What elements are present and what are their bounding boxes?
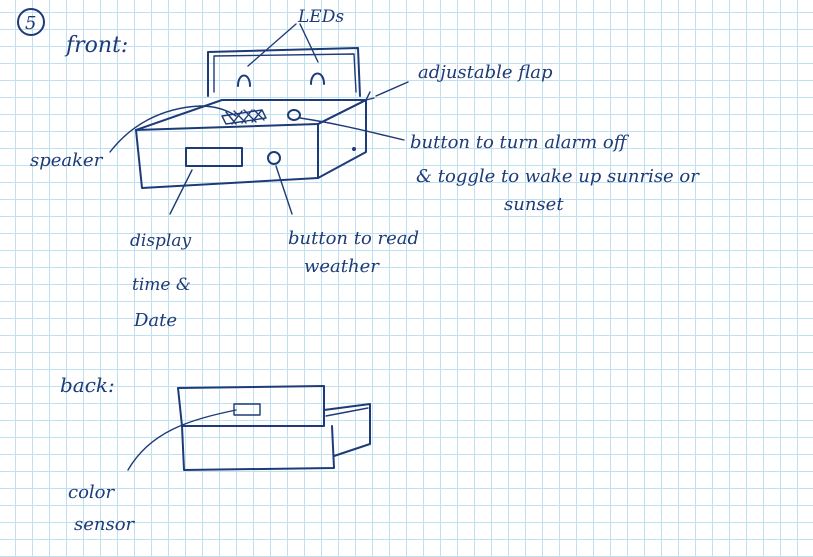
color-sensor-label-line2: sensor: [74, 514, 136, 535]
step-number: 5: [25, 13, 36, 34]
leds-leader-left: [248, 24, 296, 66]
leds-leader-right: [300, 24, 318, 62]
box-top-face: [136, 100, 366, 130]
weather-button-label-line1: button to read: [288, 228, 419, 249]
alarm-button-label-line1: button to turn alarm off: [410, 132, 630, 153]
alarm-button-leader: [300, 118, 404, 140]
weather-button-leader: [276, 166, 292, 214]
back-heading: back:: [60, 373, 115, 397]
alarm-button-label-line3: sunset: [504, 194, 564, 215]
adjustable-flap-label: adjustable flap: [418, 62, 553, 83]
color-sensor-label-line1: color: [68, 482, 116, 503]
led-right-icon: [311, 74, 324, 85]
display-label-line1: display: [130, 231, 191, 251]
led-left-icon: [238, 76, 250, 87]
back-upper-panel: [178, 386, 324, 426]
back-device: [178, 386, 370, 470]
speaker-label: speaker: [30, 150, 104, 171]
display-leader: [170, 170, 192, 214]
display-label-line3: Date: [133, 310, 177, 331]
small-dot: [352, 147, 356, 151]
display-screen: [186, 148, 242, 166]
color-sensor-window: [234, 404, 260, 415]
front-heading: front:: [64, 33, 128, 58]
box-front-face: [136, 124, 318, 188]
display-label-line2: time &: [132, 275, 191, 295]
flap-leader: [376, 82, 408, 96]
weather-button-label-line2: weather: [304, 256, 380, 277]
adjustable-flap-inner: [214, 54, 356, 92]
alarm-button-icon: [288, 110, 300, 120]
leds-label: LEDs: [297, 7, 344, 27]
box-side-face: [318, 100, 366, 178]
step-number-badge: 5: [18, 9, 44, 35]
flap-leader-arrowhead: [366, 92, 374, 100]
weather-button-icon: [268, 152, 280, 164]
alarm-button-label-line2: & toggle to wake up sunrise or: [416, 166, 700, 187]
back-lower-panel: [182, 426, 334, 470]
front-device: [136, 48, 366, 188]
